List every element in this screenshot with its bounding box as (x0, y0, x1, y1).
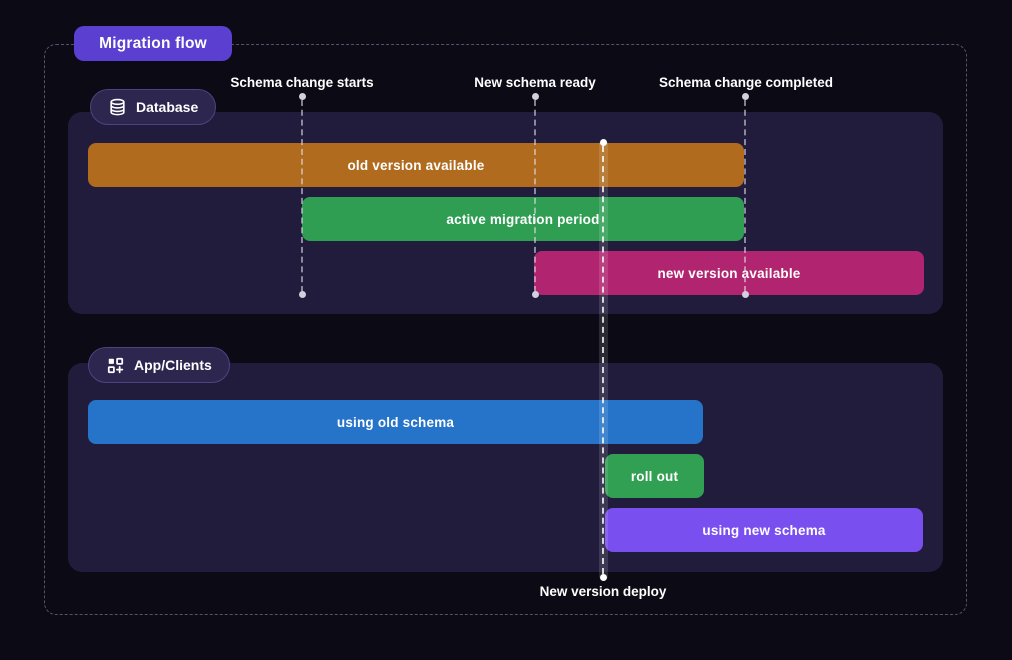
app-clients-badge: App/Clients (88, 347, 230, 383)
bar-active-migration-period: active migration period (302, 197, 744, 241)
database-icon (108, 98, 127, 117)
diagram-title-badge: Migration flow (74, 26, 232, 61)
bar-label: roll out (630, 468, 679, 484)
milestone-label-schema-change-completed: Schema change completed (658, 75, 834, 90)
diagram-title: Migration flow (99, 34, 207, 52)
diagram-frame (44, 44, 967, 615)
bar-old-version-available: old version available (88, 143, 744, 187)
milestone-line-new-schema-ready (534, 100, 536, 292)
milestone-label-schema-change-starts: Schema change starts (230, 75, 374, 90)
bar-roll-out: roll out (605, 454, 704, 498)
milestone-dot (299, 93, 306, 100)
app-clients-badge-label: App/Clients (134, 357, 212, 373)
bar-label: active migration period (446, 211, 600, 227)
bar-using-new-schema: using new schema (605, 508, 923, 552)
bar-label: using new schema (702, 522, 826, 538)
database-badge: Database (90, 89, 217, 125)
bar-new-version-available: new version available (534, 251, 924, 295)
bar-label: old version available (347, 157, 485, 173)
milestone-dot (532, 291, 539, 298)
milestone-dot (299, 291, 306, 298)
milestone-label-new-version-deploy: New version deploy (539, 584, 667, 599)
milestone-dot (532, 93, 539, 100)
milestone-dot (742, 291, 749, 298)
database-badge-label: Database (136, 99, 199, 115)
bar-using-old-schema: using old schema (88, 400, 703, 444)
apps-add-icon (106, 356, 125, 375)
deploy-dot (600, 574, 607, 581)
deploy-line (602, 146, 604, 574)
milestone-line-schema-change-starts (301, 100, 303, 292)
milestone-line-schema-change-completed (744, 100, 746, 292)
bar-label: new version available (657, 265, 801, 281)
milestone-label-new-schema-ready: New schema ready (474, 75, 596, 90)
deploy-dot (600, 139, 607, 146)
bar-label: using old schema (336, 414, 455, 430)
milestone-dot (742, 93, 749, 100)
